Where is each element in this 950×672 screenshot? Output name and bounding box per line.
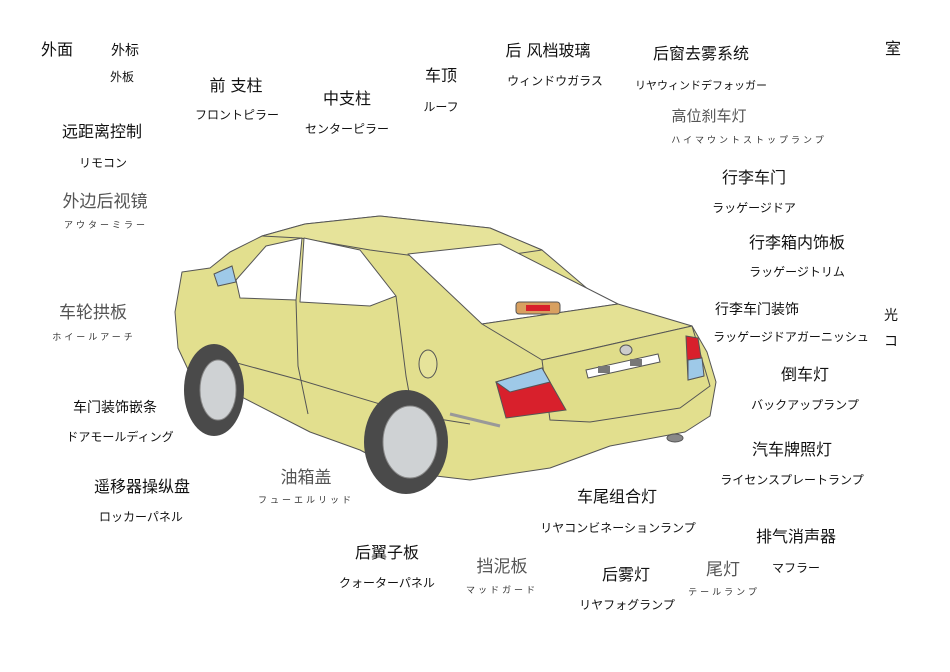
front-wheel <box>184 344 244 436</box>
label-quarter-panel-ja: クォーターパネル <box>339 576 435 590</box>
label-muffler-ja: マフラー <box>771 561 821 575</box>
label-trunk-trim-zh: 行李箱内饰板 <box>748 233 846 252</box>
label-emblem-ja: 外板 <box>109 70 135 84</box>
label-emblem-zh: 外标 <box>111 43 139 59</box>
label-rear-fog-lamp-ja: リヤフォグランプ <box>579 598 675 612</box>
muffler <box>666 433 684 443</box>
label-door-molding-ja: ドアモールディング <box>66 430 174 444</box>
label-muffler-zh: 排气消声器 <box>755 527 837 546</box>
rear-reflector <box>449 412 501 428</box>
label-roof-ja: ルーフ <box>423 100 459 114</box>
label-rocker-panel-zh: 遥移器操纵盘 <box>93 477 191 496</box>
label-fuel-lid-ja: フューエルリッド <box>257 496 355 506</box>
label-backup-lamp-zh: 倒车灯 <box>780 365 830 384</box>
label-room: 室 <box>885 39 902 58</box>
front-window <box>235 237 303 301</box>
label-trunk-garnish-zh: 行李车门装饰 <box>715 302 799 318</box>
label-center-pillar-zh: 中支柱 <box>322 89 372 108</box>
label-door-molding-zh: 车门装饰嵌条 <box>73 400 157 416</box>
label-remote-control-ja: リモコン <box>78 156 128 170</box>
label-light-mark-a: 光 <box>884 308 898 324</box>
label-outer-mirror-zh: 外边后视镜 <box>62 192 148 212</box>
label-license-lamp-ja: ライセンスプレートランプ <box>720 473 864 487</box>
label-rear-defogger-zh: 后窗去雾系统 <box>652 44 750 63</box>
label-roof-zh: 车顶 <box>424 66 458 85</box>
label-high-stop-lamp-zh: 高位刹车灯 <box>671 107 747 125</box>
license-lamp-left <box>598 366 610 373</box>
label-rear-windshield-ja: ウィンドウガラス <box>507 74 603 88</box>
rear-wheel <box>364 390 448 494</box>
label-trunk-garnish-ja: ラッゲージドアガーニッシュ <box>713 330 869 344</box>
label-rear-combo-lamp-zh: 车尾组合灯 <box>576 487 658 506</box>
label-trunk-door-zh: 行李车门 <box>721 168 787 187</box>
label-front-pillar-ja: フロントピラー <box>194 108 280 122</box>
rear-fascia <box>541 325 711 423</box>
label-license-lamp-zh: 汽车牌照灯 <box>751 440 833 459</box>
label-exterior: 外面 <box>41 40 74 59</box>
label-trunk-trim-ja: ラッゲージトリム <box>749 265 845 279</box>
label-rear-defogger-ja: リヤウィンドデフォッガー <box>635 79 767 92</box>
license-lamp-right <box>630 359 642 366</box>
label-mud-guard-zh: 挡泥板 <box>476 557 528 577</box>
label-rear-windshield-zh: 后 风档玻璃 <box>505 41 591 60</box>
label-quarter-panel-zh: 后翼子板 <box>354 543 420 562</box>
door-line-front <box>295 299 309 415</box>
door-sill-line <box>225 359 471 425</box>
label-wheel-arch-ja: ホイールアーチ <box>52 333 136 343</box>
label-rear-fog-lamp-zh: 后雾灯 <box>601 565 651 584</box>
label-rocker-panel-ja: ロッカーパネル <box>99 510 183 524</box>
label-backup-lamp-ja: バックアップランプ <box>751 398 859 412</box>
label-tail-lamp-zh: 尾灯 <box>706 560 740 580</box>
label-tail-lamp-ja: テールランプ <box>688 588 760 598</box>
emblem-icon <box>619 344 633 356</box>
label-fuel-lid-zh: 油箱盖 <box>280 468 332 488</box>
outer-mirror <box>213 265 237 287</box>
label-front-pillar-zh: 前 支柱 <box>209 76 263 95</box>
high-mount-stop-lamp-lens <box>526 305 550 311</box>
fuel-lid <box>418 349 438 379</box>
label-mud-guard-ja: マッドガード <box>465 586 539 596</box>
label-wheel-arch-zh: 车轮拱板 <box>59 303 127 323</box>
label-rear-combo-lamp-ja: リヤコンビネーションランプ <box>540 521 696 535</box>
car-illustration <box>174 215 717 494</box>
label-outer-mirror-ja: アウターミラー <box>63 221 149 231</box>
rear-side-window <box>299 237 397 307</box>
label-high-stop-lamp-ja: ハイマウントストップランプ <box>671 136 827 146</box>
backup-lamp-right <box>687 357 705 381</box>
label-light-mark-b: コ <box>884 334 898 350</box>
label-remote-control-zh: 远距离控制 <box>61 122 143 141</box>
backup-lamp-left <box>494 367 551 393</box>
label-trunk-door-ja: ラッゲージドア <box>712 201 796 215</box>
label-center-pillar-ja: センターピラー <box>304 122 390 136</box>
